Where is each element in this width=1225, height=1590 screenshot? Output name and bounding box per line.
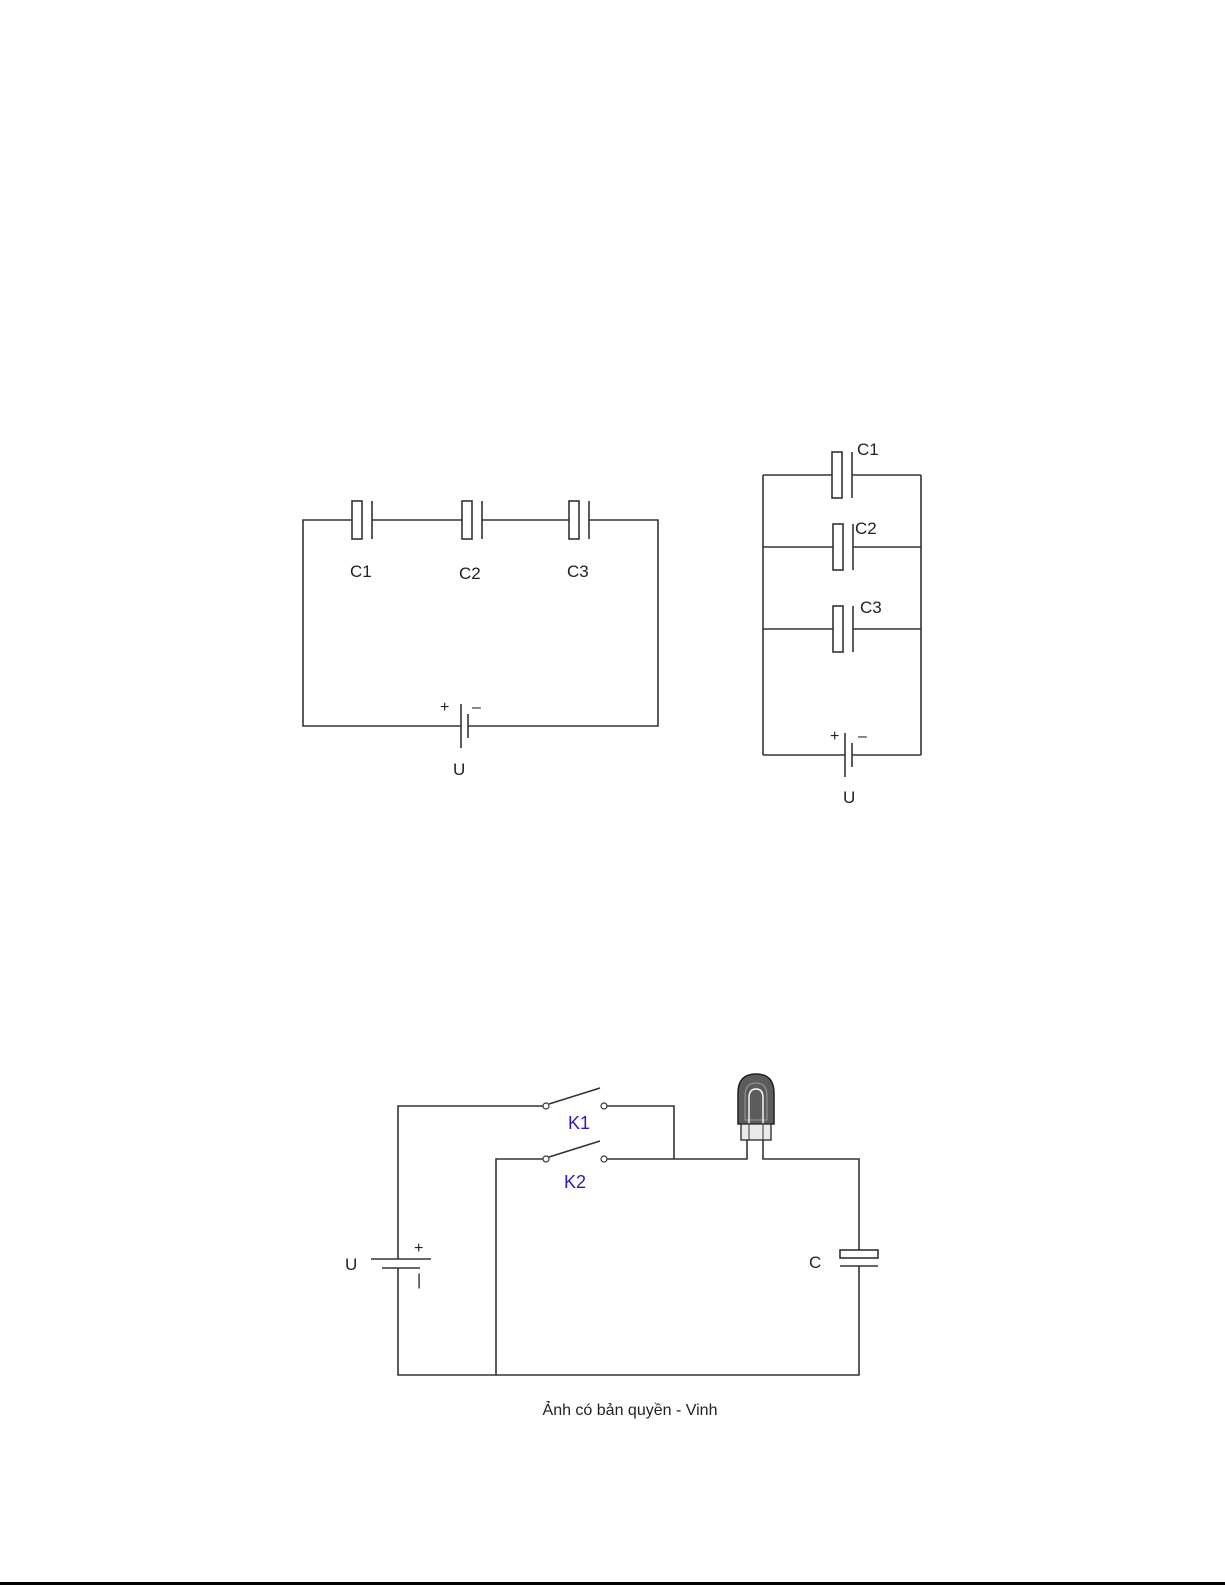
switch-k2-label: K2 xyxy=(564,1172,586,1192)
parallel-capacitor-c1 xyxy=(832,452,852,498)
charging-capacitor xyxy=(840,1250,878,1266)
series-battery-label: U xyxy=(453,760,465,779)
parallel-battery-label: U xyxy=(843,788,855,807)
switch-k2 xyxy=(543,1141,607,1162)
parallel-battery-minus: – xyxy=(858,728,867,745)
charging-battery-label: U xyxy=(345,1255,357,1274)
charging-wires xyxy=(398,1106,859,1375)
series-c1-label: C1 xyxy=(350,562,372,581)
bulb-icon xyxy=(738,1074,774,1140)
parallel-c1-label: C1 xyxy=(857,440,879,459)
charging-battery-minus: | xyxy=(417,1272,421,1289)
series-circuit-diagram: C1 C2 C3 + – U xyxy=(303,501,658,779)
parallel-c3-label: C3 xyxy=(860,598,882,617)
series-capacitor-c3 xyxy=(569,501,589,539)
charging-capacitor-label: C xyxy=(809,1253,821,1272)
parallel-capacitor-c2 xyxy=(833,524,853,570)
switch-k1 xyxy=(543,1088,607,1109)
parallel-c2-label: C2 xyxy=(855,519,877,538)
copyright-caption: Ảnh có bản quyền - Vinh xyxy=(543,1400,718,1419)
series-battery xyxy=(461,704,468,748)
series-capacitor-c2 xyxy=(462,501,482,539)
charging-battery-plus: + xyxy=(414,1240,423,1257)
series-wires xyxy=(303,520,658,726)
series-battery-plus: + xyxy=(440,699,449,716)
series-c3-label: C3 xyxy=(567,562,589,581)
parallel-battery-plus: + xyxy=(830,728,839,745)
switch-k1-label: K1 xyxy=(568,1113,590,1133)
charging-circuit-diagram: K1 K2 U + | C xyxy=(345,1074,878,1375)
series-capacitor-c1 xyxy=(352,501,372,539)
series-c2-label: C2 xyxy=(459,564,481,583)
parallel-battery xyxy=(845,733,852,777)
series-battery-minus: – xyxy=(472,699,481,716)
parallel-circuit-diagram: C1 C2 C3 + – U xyxy=(763,440,921,807)
parallel-capacitor-c3 xyxy=(833,606,853,652)
